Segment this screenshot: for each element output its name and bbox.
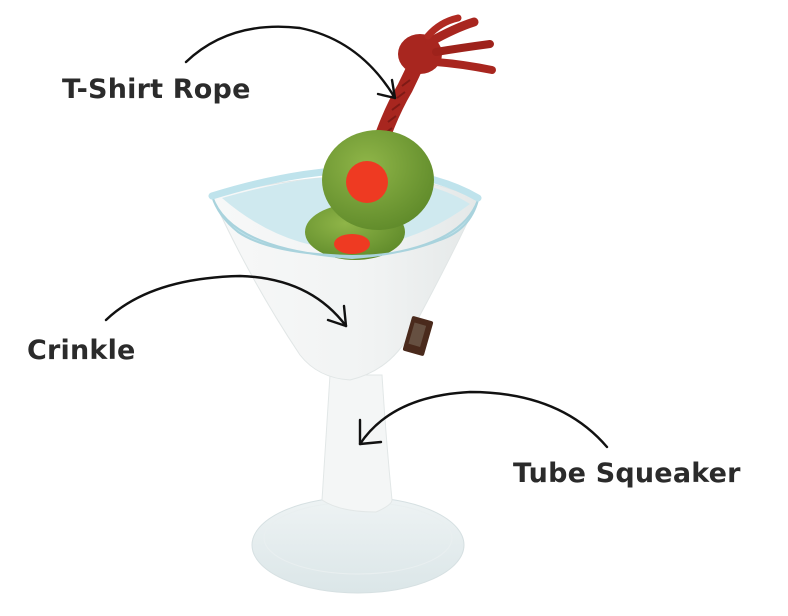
glass-stem: [321, 374, 393, 513]
callout-label-tube-squeaker: Tube Squeaker: [513, 458, 741, 489]
callout-label-crinkle: Crinkle: [27, 335, 136, 366]
arrow-crinkle: [104, 274, 348, 328]
arrow-rope: [184, 25, 397, 100]
brand-tag: [402, 316, 434, 356]
t-shirt-rope: [374, 14, 496, 146]
callout-label-t-shirt-rope: T-Shirt Rope: [62, 74, 251, 105]
olive-upper: [322, 130, 434, 230]
arrow-squeaker: [358, 390, 609, 449]
